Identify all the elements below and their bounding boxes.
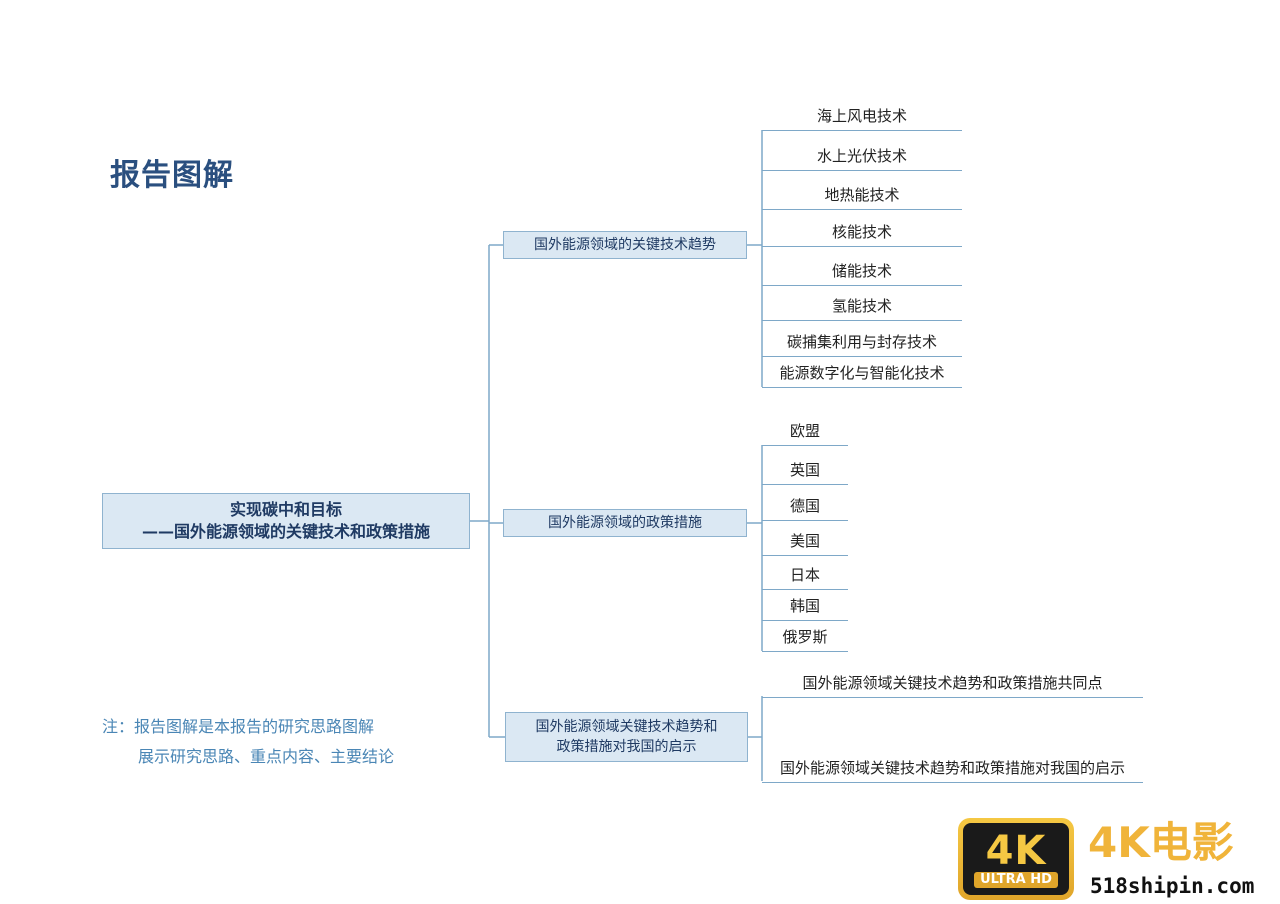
leaf-node: 储能技术 <box>762 258 962 286</box>
leaf-node: 水上光伏技术 <box>762 143 962 171</box>
footnote-line1: 注：报告图解是本报告的研究思路图解 <box>102 717 375 736</box>
leaf-node: 美国 <box>762 528 848 556</box>
leaf-node: 韩国 <box>762 593 848 621</box>
footnote-line2: 展示研究思路、重点内容、主要结论 <box>138 747 395 766</box>
leaf-node: 能源数字化与智能化技术 <box>762 360 962 388</box>
leaf-node: 德国 <box>762 493 848 521</box>
watermark-brand: 4K电影 <box>1088 818 1234 867</box>
root-node-line1: 实现碳中和目标 <box>229 500 342 519</box>
branch-node-implications: 国外能源领域关键技术趋势和 政策措施对我国的启示 <box>505 712 748 762</box>
leaf-node: 英国 <box>762 457 848 485</box>
leaf-node: 核能技术 <box>762 219 962 247</box>
root-node-line2: ——国外能源领域的关键技术和政策措施 <box>141 522 430 541</box>
watermark-site: 518shipin.com <box>1090 874 1255 898</box>
leaf-node: 欧盟 <box>762 418 848 446</box>
watermark-logo: 4K ULTRA HD 4K电影 518shipin.com <box>958 818 1274 902</box>
leaf-node: 国外能源领域关键技术趋势和政策措施对我国的启示 <box>762 755 1143 783</box>
leaf-node: 地热能技术 <box>762 182 962 210</box>
leaf-node: 碳捕集利用与封存技术 <box>762 329 962 357</box>
badge-main-text: 4K <box>985 828 1047 874</box>
leaf-node: 海上风电技术 <box>762 103 962 131</box>
branch-node-implications-line2: 政策措施对我国的启示 <box>556 739 697 755</box>
4k-badge-icon: 4K ULTRA HD <box>958 818 1074 900</box>
leaf-node: 俄罗斯 <box>762 624 848 652</box>
leaf-node: 日本 <box>762 562 848 590</box>
badge-sub-text: ULTRA HD <box>974 872 1058 888</box>
root-node: 实现碳中和目标 ——国外能源领域的关键技术和政策措施 <box>102 493 470 549</box>
leaf-node: 氢能技术 <box>762 293 962 321</box>
page-title: 报告图解 <box>110 158 234 193</box>
branch-node-implications-line1: 国外能源领域关键技术趋势和 <box>535 719 718 735</box>
branch-node-policies: 国外能源领域的政策措施 <box>503 509 747 537</box>
footnote: 注：报告图解是本报告的研究思路图解 展示研究思路、重点内容、主要结论 <box>102 712 394 772</box>
branch-node-tech-trends: 国外能源领域的关键技术趋势 <box>503 231 747 259</box>
leaf-node: 国外能源领域关键技术趋势和政策措施共同点 <box>762 670 1143 698</box>
